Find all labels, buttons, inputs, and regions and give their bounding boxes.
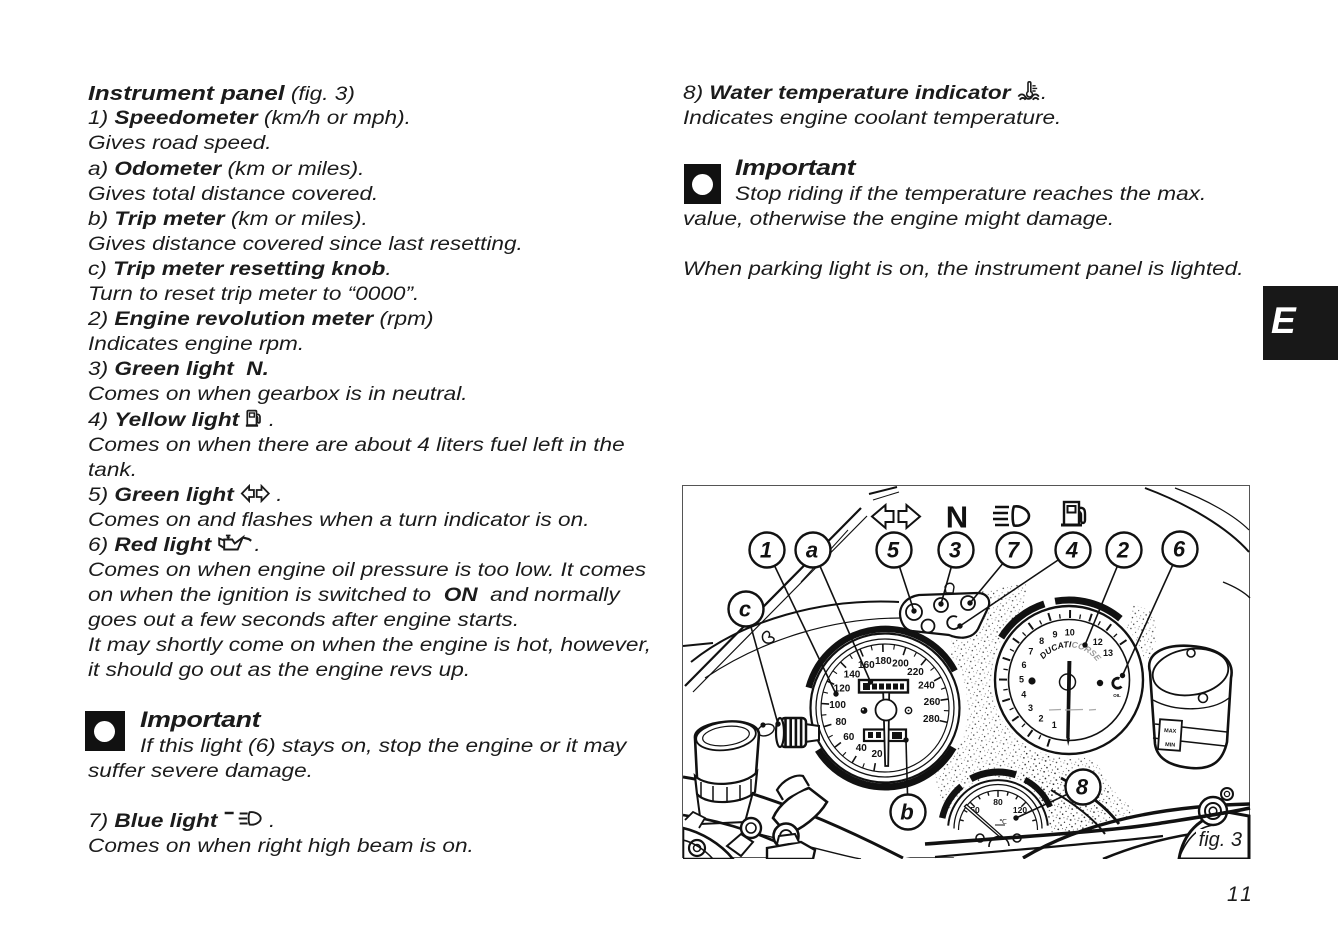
svg-text:2: 2 xyxy=(1038,713,1043,723)
svg-text:10: 10 xyxy=(1065,628,1075,638)
svg-text:220: 220 xyxy=(907,667,924,678)
svg-text:1: 1 xyxy=(1052,720,1057,730)
svg-text:4: 4 xyxy=(1021,689,1026,699)
svg-text:MAX: MAX xyxy=(1164,728,1177,735)
svg-text:50: 50 xyxy=(970,805,980,815)
svg-text:b: b xyxy=(900,800,913,825)
svg-text:7: 7 xyxy=(1007,538,1021,563)
svg-text:1: 1 xyxy=(760,538,772,563)
svg-text:140: 140 xyxy=(844,669,861,680)
svg-text:120: 120 xyxy=(834,683,851,694)
svg-text:280: 280 xyxy=(923,714,940,725)
svg-text:OIL: OIL xyxy=(1113,693,1121,698)
svg-text:9: 9 xyxy=(1052,630,1057,640)
svg-text:5: 5 xyxy=(887,538,900,563)
svg-text:c: c xyxy=(739,597,751,622)
svg-text:6: 6 xyxy=(1021,660,1026,670)
svg-text:5: 5 xyxy=(1019,675,1024,685)
svg-text:80: 80 xyxy=(993,797,1003,807)
svg-text:3: 3 xyxy=(949,538,961,563)
svg-text:8: 8 xyxy=(1076,775,1089,800)
svg-text:260: 260 xyxy=(924,697,941,708)
svg-text:℃: ℃ xyxy=(999,819,1007,826)
svg-text:20: 20 xyxy=(871,749,883,760)
svg-text:240: 240 xyxy=(918,681,935,692)
svg-text:12: 12 xyxy=(1093,637,1103,647)
svg-text:8: 8 xyxy=(1039,636,1044,646)
svg-text:120: 120 xyxy=(1013,805,1027,815)
svg-text:N: N xyxy=(946,500,968,535)
svg-text:4: 4 xyxy=(1065,538,1078,563)
svg-text:200: 200 xyxy=(892,659,909,670)
svg-text:6: 6 xyxy=(1173,537,1186,562)
svg-text:2: 2 xyxy=(1116,538,1130,563)
svg-text:3: 3 xyxy=(1028,703,1033,713)
svg-text:13: 13 xyxy=(1103,648,1113,658)
svg-text:180: 180 xyxy=(875,656,892,667)
svg-text:100: 100 xyxy=(829,700,846,711)
svg-text:60: 60 xyxy=(843,732,855,743)
svg-text:40: 40 xyxy=(856,743,868,754)
svg-text:7: 7 xyxy=(1028,647,1033,657)
svg-text:a: a xyxy=(806,538,818,563)
svg-text:160: 160 xyxy=(858,660,875,671)
svg-text:MIN: MIN xyxy=(1165,742,1176,749)
svg-text:80: 80 xyxy=(835,717,847,728)
